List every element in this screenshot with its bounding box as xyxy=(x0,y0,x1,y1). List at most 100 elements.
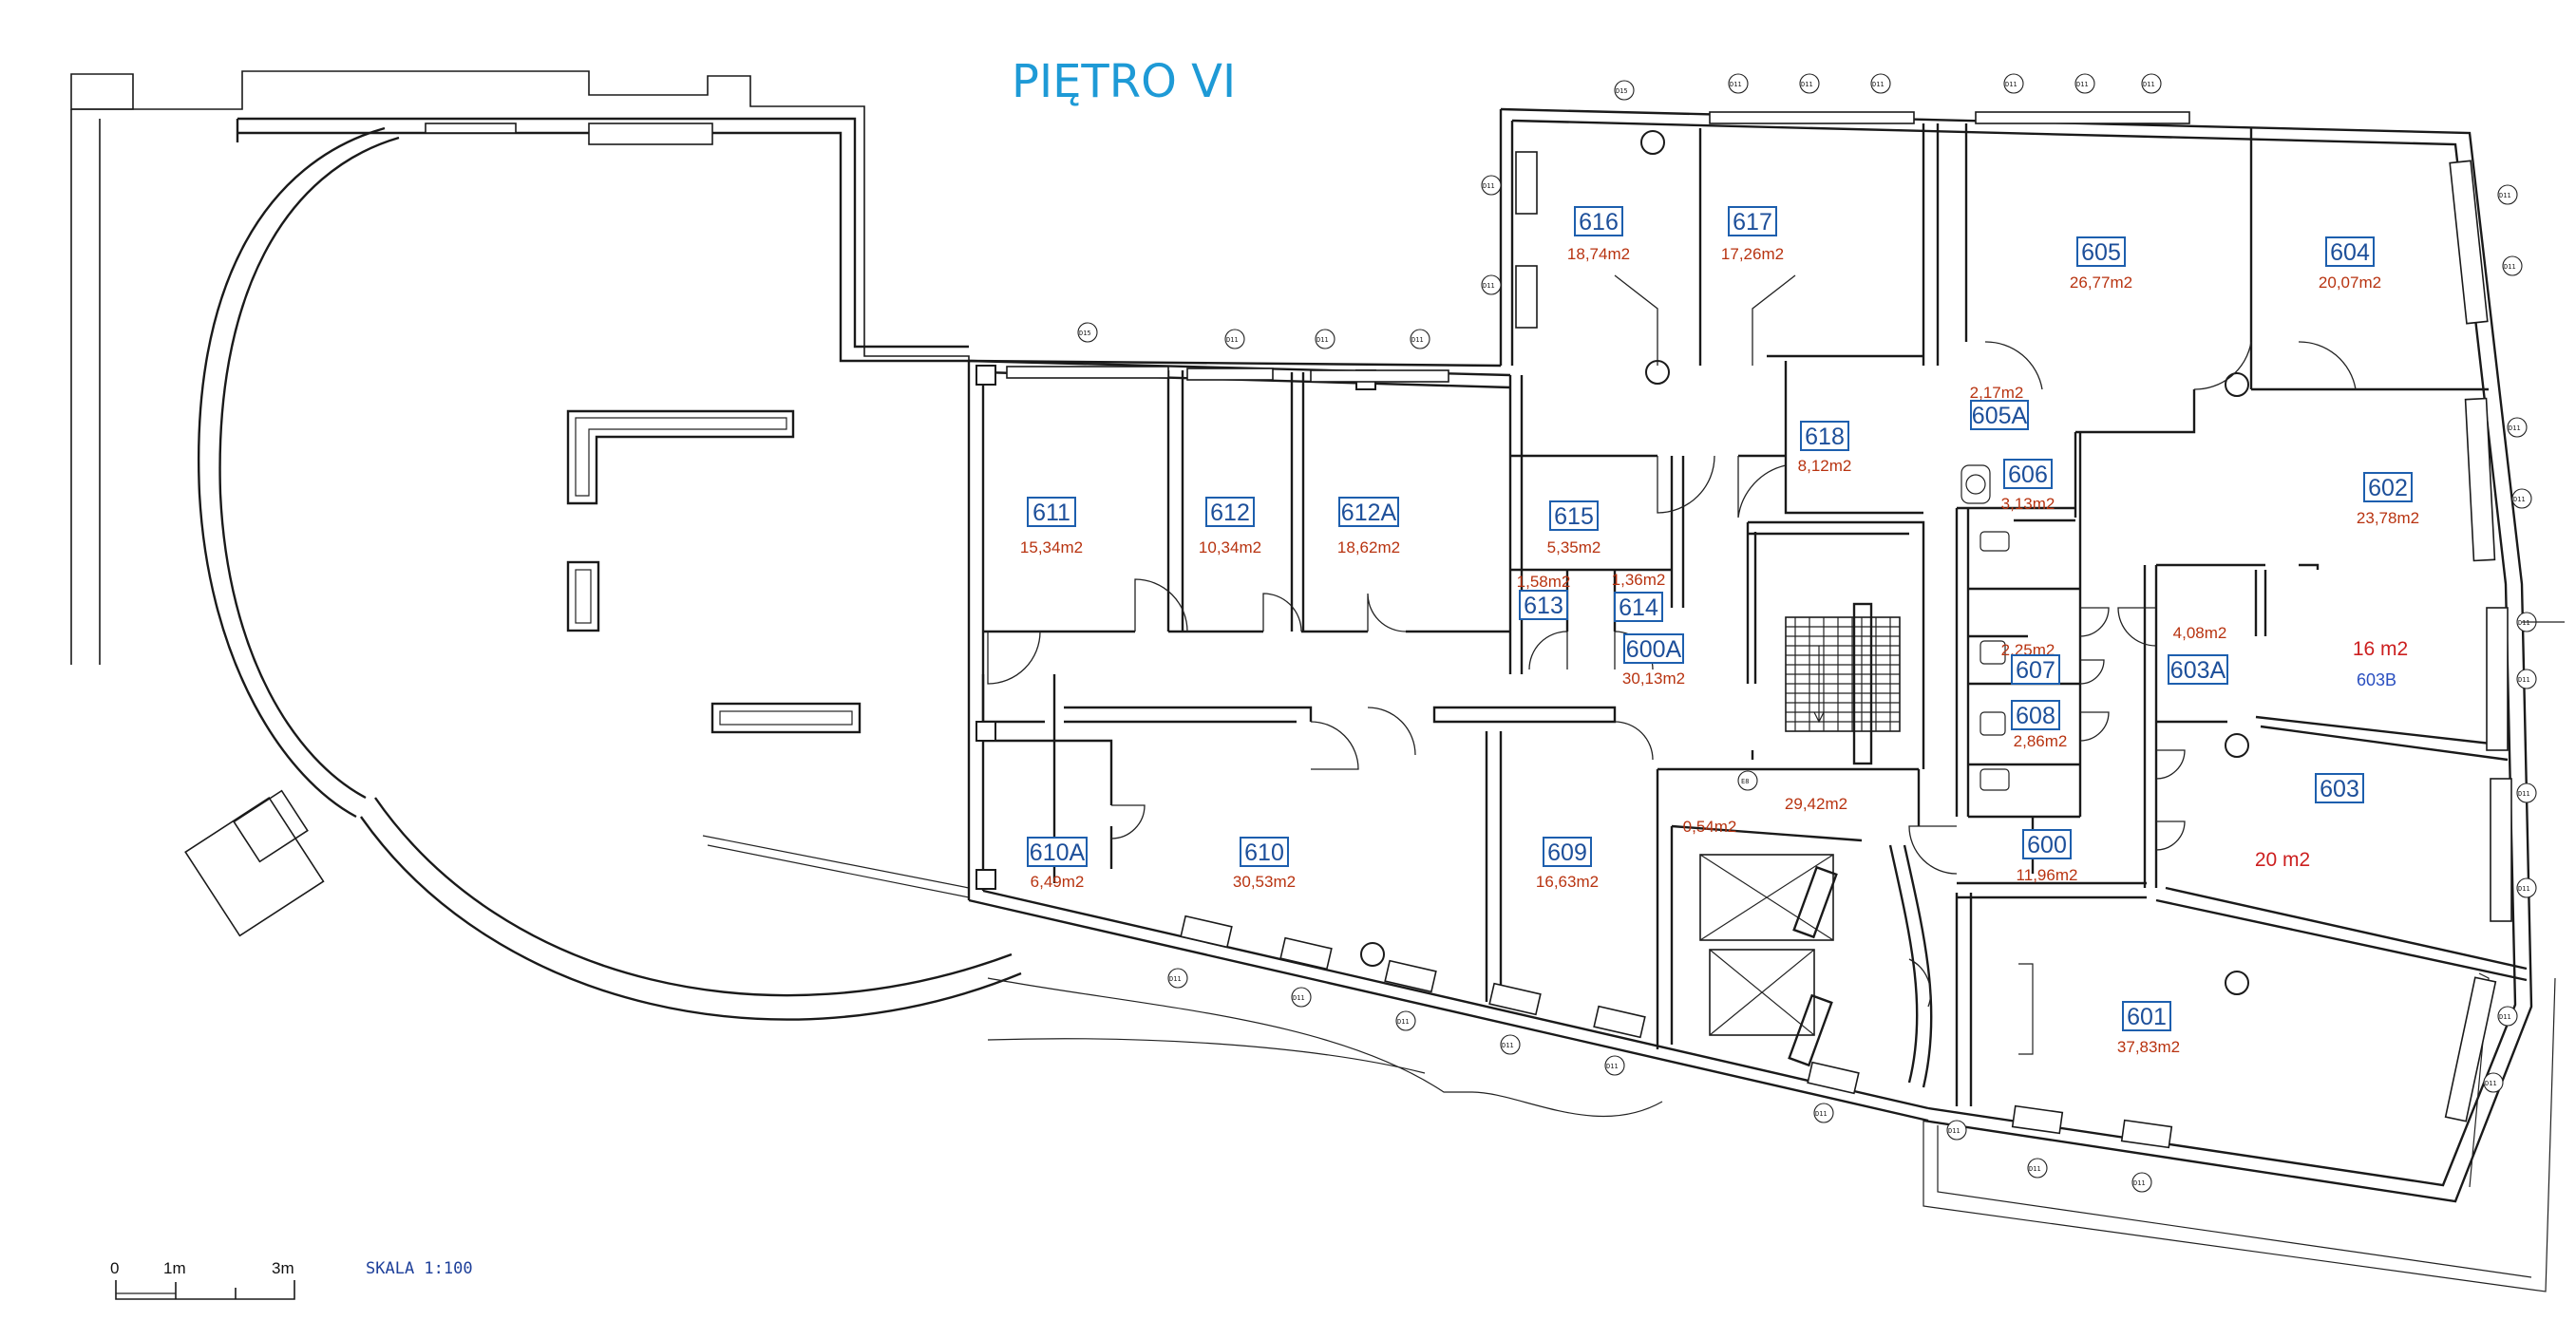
svg-text:D11: D11 xyxy=(2499,1013,2511,1021)
terrace-area xyxy=(70,70,1663,1118)
room-615: 615 5,35m2 xyxy=(1547,500,1601,556)
scale-label: SKALA 1:100 xyxy=(366,1259,473,1278)
sensor-tags: D15 D11 D11 D11 D11 D11 D11 D11 D11 D15 … xyxy=(1077,73,2537,1193)
room-labels: 616 18,74m2 617 17,26m2 605 26,77m2 604 … xyxy=(1020,206,2419,1056)
svg-text:611: 611 xyxy=(1032,500,1070,526)
shaft-area: 0,54m2 xyxy=(1683,818,1737,836)
svg-text:5,35m2: 5,35m2 xyxy=(1547,538,1601,556)
scale-tick-0: 0 xyxy=(110,1259,119,1277)
svg-text:605: 605 xyxy=(2081,239,2121,266)
room-610: 610 30,53m2 xyxy=(1233,837,1296,891)
svg-text:D11: D11 xyxy=(2518,790,2530,798)
room-602: 602 23,78m2 xyxy=(2357,472,2419,527)
svg-text:37,83m2: 37,83m2 xyxy=(2117,1038,2180,1056)
room-603b: 16 m2 603B xyxy=(2353,638,2408,689)
svg-text:6,49m2: 6,49m2 xyxy=(1031,873,1085,891)
svg-text:601: 601 xyxy=(2127,1004,2167,1030)
svg-text:D11: D11 xyxy=(2005,81,2017,88)
svg-text:D11: D11 xyxy=(1316,336,1329,344)
svg-text:16 m2: 16 m2 xyxy=(2353,638,2408,660)
svg-text:26,77m2: 26,77m2 xyxy=(2070,273,2132,292)
svg-text:17,26m2: 17,26m2 xyxy=(1721,245,1784,263)
svg-text:D11: D11 xyxy=(1397,1018,1410,1026)
stairs xyxy=(1785,602,1901,765)
svg-text:D11: D11 xyxy=(2485,1080,2497,1087)
svg-text:16,63m2: 16,63m2 xyxy=(1536,873,1599,891)
room-609: 609 16,63m2 xyxy=(1536,837,1599,891)
svg-text:D11: D11 xyxy=(1293,994,1305,1002)
svg-text:606: 606 xyxy=(2008,462,2048,488)
svg-text:605A: 605A xyxy=(1972,403,2028,429)
room-614: 1,36m2 614 xyxy=(1612,571,1666,622)
svg-text:D11: D11 xyxy=(2513,496,2526,503)
room-616: 616 18,74m2 xyxy=(1567,206,1630,263)
svg-text:600: 600 xyxy=(2027,832,2067,858)
stair-box xyxy=(184,789,325,937)
svg-text:D11: D11 xyxy=(2133,1179,2146,1187)
svg-text:D11: D11 xyxy=(2518,885,2530,893)
stair-hall-area: 29,42m2 xyxy=(1785,795,1847,813)
svg-text:2,17m2: 2,17m2 xyxy=(1970,384,2024,402)
room-600a: 600A 30,13m2 xyxy=(1622,633,1685,688)
room-600: 600 11,96m2 xyxy=(2017,829,2078,884)
svg-text:E8: E8 xyxy=(1741,778,1749,785)
svg-text:1,36m2: 1,36m2 xyxy=(1612,571,1666,589)
building-outline xyxy=(967,107,2556,1292)
svg-text:603B: 603B xyxy=(2357,670,2396,689)
svg-text:D11: D11 xyxy=(1411,336,1424,344)
svg-text:11,96m2: 11,96m2 xyxy=(2017,866,2078,884)
svg-text:20,07m2: 20,07m2 xyxy=(2319,273,2381,292)
svg-text:608: 608 xyxy=(2016,703,2055,729)
svg-text:D11: D11 xyxy=(2518,676,2530,684)
scale-tick-1m: 1m xyxy=(163,1259,186,1277)
room-611: 611 15,34m2 xyxy=(1020,497,1083,556)
svg-text:D15: D15 xyxy=(1616,87,1628,95)
svg-text:D11: D11 xyxy=(2499,192,2511,199)
windows xyxy=(1006,111,2512,1149)
svg-text:613: 613 xyxy=(1524,593,1563,619)
svg-text:612A: 612A xyxy=(1341,500,1397,526)
room-608: 608 2,86m2 xyxy=(2011,700,2067,750)
svg-text:600A: 600A xyxy=(1626,636,1682,663)
svg-text:30,13m2: 30,13m2 xyxy=(1622,670,1685,688)
room-610a: 610A 6,49m2 xyxy=(1027,837,1088,891)
room-612: 612 10,34m2 xyxy=(1199,497,1261,556)
svg-text:D11: D11 xyxy=(2518,619,2530,627)
room-618: 618 8,12m2 xyxy=(1798,421,1851,475)
svg-text:603A: 603A xyxy=(2170,657,2226,684)
svg-text:D11: D11 xyxy=(1801,81,1813,88)
svg-text:612: 612 xyxy=(1210,500,1250,526)
room-617: 617 17,26m2 xyxy=(1721,206,1784,263)
svg-text:3,13m2: 3,13m2 xyxy=(2001,495,2055,513)
svg-text:29,42m2: 29,42m2 xyxy=(1785,795,1847,813)
svg-text:607: 607 xyxy=(2016,657,2055,684)
scale-bar: 0 1m 3m SKALA 1:100 xyxy=(110,1259,473,1300)
svg-text:617: 617 xyxy=(1733,209,1772,236)
room-601: 601 37,83m2 xyxy=(2117,1001,2180,1056)
svg-text:18,62m2: 18,62m2 xyxy=(1337,538,1400,556)
room-607: 2,25m2 607 xyxy=(2001,641,2060,685)
floor-title: PIĘTRO VI xyxy=(1012,55,1236,108)
svg-text:610A: 610A xyxy=(1030,839,1086,866)
svg-text:603: 603 xyxy=(2320,776,2359,802)
svg-text:1,58m2: 1,58m2 xyxy=(1517,573,1571,591)
room-605a: 2,17m2 605A xyxy=(1970,384,2029,430)
svg-text:616: 616 xyxy=(1579,209,1619,236)
svg-text:15,34m2: 15,34m2 xyxy=(1020,538,1083,556)
room-606: 606 3,13m2 xyxy=(2001,459,2055,513)
svg-text:602: 602 xyxy=(2368,475,2408,501)
svg-text:D11: D11 xyxy=(1872,81,1885,88)
room-604: 604 20,07m2 xyxy=(2319,236,2381,292)
svg-text:D11: D11 xyxy=(1483,282,1495,290)
svg-text:D11: D11 xyxy=(2076,81,2089,88)
svg-text:18,74m2: 18,74m2 xyxy=(1567,245,1630,263)
room-612a: 612A 18,62m2 xyxy=(1337,497,1400,556)
svg-text:D11: D11 xyxy=(2504,263,2516,271)
svg-text:D11: D11 xyxy=(1483,182,1495,190)
svg-text:615: 615 xyxy=(1554,503,1594,530)
room-613: 1,58m2 613 xyxy=(1517,573,1571,620)
scale-tick-3m: 3m xyxy=(272,1259,294,1277)
interior-walls xyxy=(968,123,2528,1188)
svg-text:D11: D11 xyxy=(2509,424,2521,432)
